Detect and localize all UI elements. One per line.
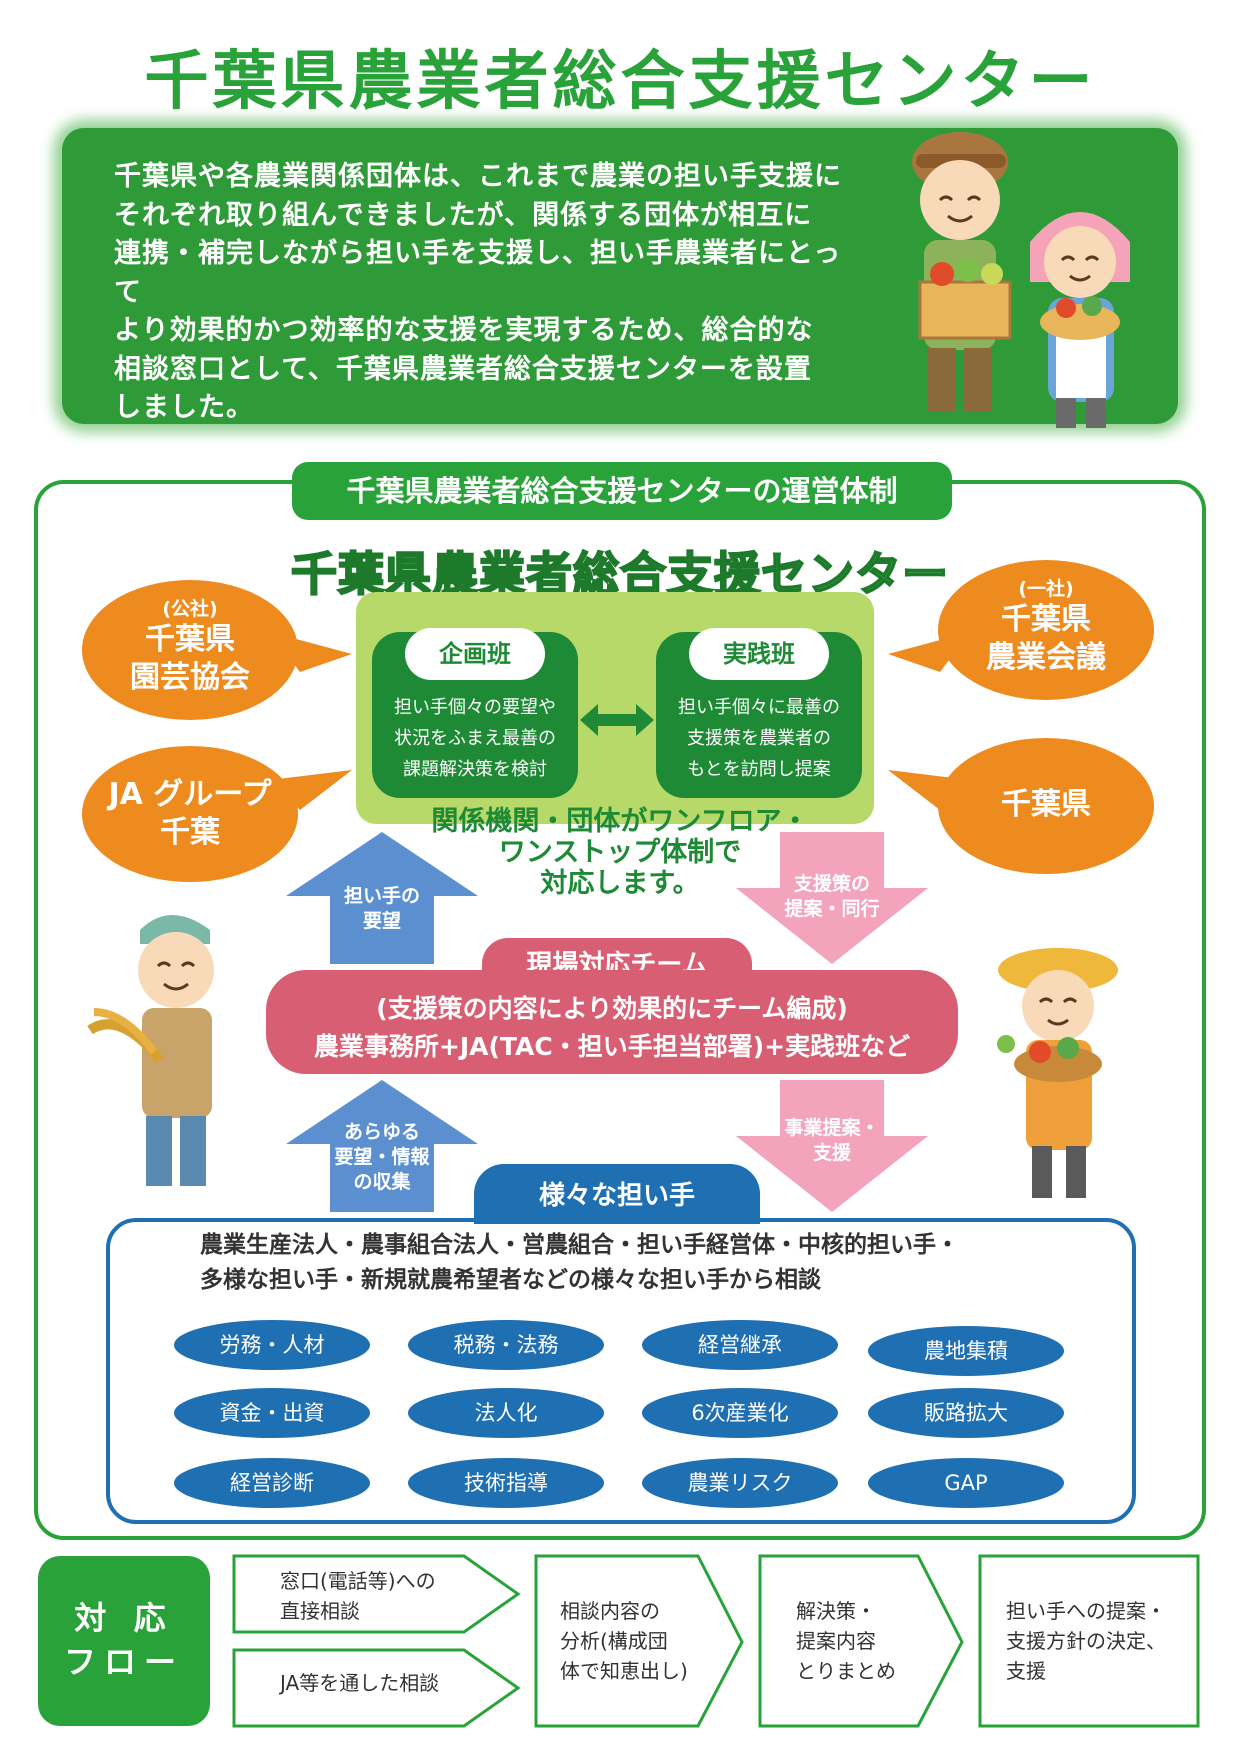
flow-step2: 相談内容の 分析(構成団 体で知恵出し) bbox=[560, 1599, 688, 1683]
topic-pill: 農業リスク bbox=[642, 1458, 838, 1508]
topic-pill: 販路拡大 bbox=[868, 1388, 1064, 1438]
topic-pill: 6次産業化 bbox=[642, 1388, 838, 1438]
intro-line: 相談窓口として、千葉県農業者総合支援センターを設置 bbox=[114, 353, 812, 385]
farmer-woman-illustration bbox=[997, 948, 1118, 1198]
intro-line: より効果的かつ効率的な支援を実現するため、総合的な bbox=[114, 315, 814, 346]
bearers-intro: 農業生産法人・農事組合法人・営農組合・担い手経営体・中核的担い手・ 多様な担い手… bbox=[200, 1232, 959, 1293]
topic-pill: 資金・出資 bbox=[174, 1388, 370, 1438]
intro-line: 連携・補完しながら担い手を支援し、担い手農業者にとって bbox=[114, 238, 842, 308]
down-arrow-1-text: 支援策の 提案・同行 bbox=[784, 873, 880, 920]
onefloor-text: 関係機関・団体がワンフロア・ ワンストップ体制で 対応します。 bbox=[431, 806, 809, 899]
flow-step1a: 窓口(電話等)への 直接相談 bbox=[280, 1569, 436, 1623]
topic-pill: 技術指導 bbox=[408, 1458, 604, 1508]
bearers-box bbox=[106, 1218, 1136, 1524]
intro-line: 千葉県や各農業関係団体は、これまで農業の担い手支援に bbox=[114, 161, 842, 192]
structure-heading: 千葉県農業者総合支援センターの運営体制 bbox=[292, 462, 952, 520]
double-arrow-icon bbox=[580, 704, 654, 736]
org-council-bubble: (一社) 千葉県 農業会議 bbox=[938, 560, 1154, 700]
flow-step4: 担い手への提案・ 支援方針の決定、 支援 bbox=[1006, 1599, 1166, 1683]
down-arrow-1 bbox=[736, 832, 928, 964]
up-arrow-2 bbox=[286, 1080, 478, 1212]
org-horticulture-bubble: (公社) 千葉県 園芸協会 bbox=[82, 580, 298, 720]
flow-step1b: JA等を通した相談 bbox=[280, 1671, 440, 1695]
planning-team-box: 企画班 担い手個々の要望や 状況をふまえ最善の 課題解決策を検討 bbox=[372, 628, 578, 798]
topic-pill: 税務・法務 bbox=[408, 1320, 604, 1370]
bearers-label: 様々な担い手 bbox=[474, 1164, 760, 1224]
topic-pill: GAP bbox=[868, 1458, 1064, 1508]
up-arrow-1-text: 担い手の 要望 bbox=[343, 885, 420, 932]
topic-pill: 労務・人材 bbox=[174, 1320, 370, 1370]
up-arrow-2-text: あらゆる 要望・情報 の収集 bbox=[334, 1121, 430, 1193]
practice-team-box: 実践班 担い手個々に最善の 支援策を農業者の もとを訪問し提案 bbox=[656, 628, 862, 798]
org-pref-bubble: 千葉県 bbox=[938, 738, 1154, 874]
down-arrow-2 bbox=[736, 1080, 928, 1212]
up-arrow-1 bbox=[286, 832, 478, 964]
topic-pill: 農地集積 bbox=[868, 1326, 1064, 1376]
flow-shapes bbox=[232, 1554, 1200, 1728]
planning-team-label: 企画班 bbox=[405, 628, 545, 680]
practice-team-text: 担い手個々に最善の 支援策を農業者の もとを訪問し提案 bbox=[678, 697, 840, 780]
farmer-man-illustration bbox=[87, 915, 214, 1186]
topic-pill: 経営診断 bbox=[174, 1458, 370, 1508]
practice-team-label: 実践班 bbox=[689, 628, 829, 680]
down-arrow-2-text: 事業提案・ 支援 bbox=[784, 1117, 880, 1164]
org-ja-bubble: JA グループ 千葉 bbox=[82, 746, 298, 882]
planning-team-text: 担い手個々の要望や 状況をふまえ最善の 課題解決策を検討 bbox=[394, 697, 556, 780]
topic-pill: 経営継承 bbox=[642, 1320, 838, 1370]
intro-line: しました。 bbox=[114, 392, 254, 423]
flow-label: 対 応 フロー bbox=[38, 1556, 210, 1726]
field-team-box: (支援策の内容により効果的にチーム編成) 農業事務所+JA(TAC・担い手担当部… bbox=[266, 970, 958, 1074]
topic-pill: 法人化 bbox=[408, 1388, 604, 1438]
farmer-couple-illustration bbox=[912, 132, 1130, 428]
page-title: 千葉県農業者総合支援センター bbox=[144, 45, 1097, 119]
flow-step3: 解決策・ 提案内容 とりまとめ bbox=[796, 1599, 896, 1683]
intro-line: それぞれ取り組んできましたが、関係する団体が相互に bbox=[114, 199, 813, 231]
intro-text: 千葉県や各農業関係団体は、これまで農業の担い手支援に それぞれ取り組んできました… bbox=[114, 158, 854, 428]
